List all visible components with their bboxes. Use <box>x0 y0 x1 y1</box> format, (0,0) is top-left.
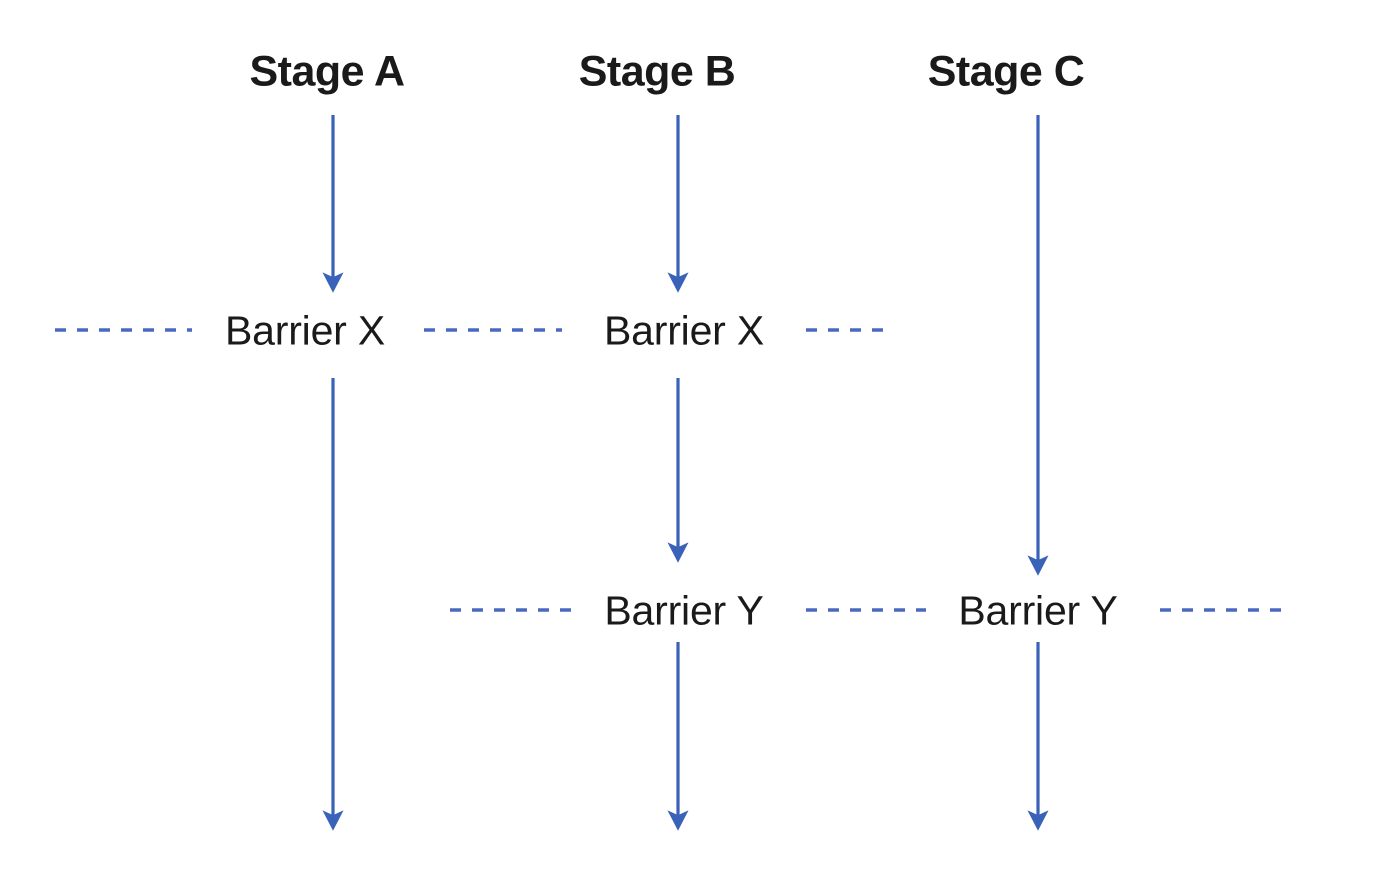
stage-label-c: Stage C <box>927 47 1085 96</box>
barrier-label-x-stage-a: Barrier X <box>225 307 385 354</box>
stage-label-b: Stage B <box>578 47 736 96</box>
barrier-label-y-stage-c: Barrier Y <box>958 587 1118 634</box>
barrier-label-x-stage-b: Barrier X <box>604 307 764 354</box>
dashed-barrier-line-group <box>55 328 1282 612</box>
arrow-group <box>322 115 1049 831</box>
stage-label-a: Stage A <box>249 47 406 96</box>
barrier-label-y-stage-b: Barrier Y <box>604 587 764 634</box>
